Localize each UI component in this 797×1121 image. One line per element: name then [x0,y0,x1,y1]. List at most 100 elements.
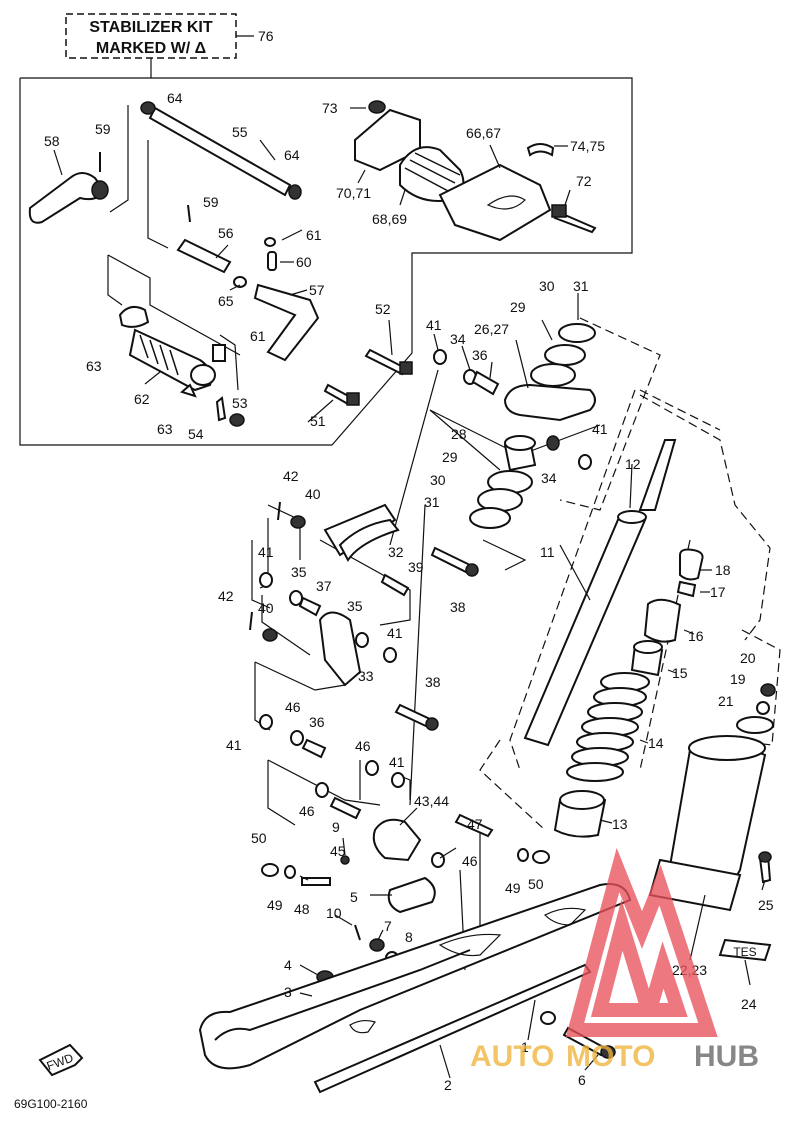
part-74-clip [526,143,555,157]
part-38-bolt [430,546,472,574]
callout: 30 [539,278,555,294]
callout: 35 [291,564,307,580]
callout: 5 [350,889,358,905]
part-39-bolt [380,573,410,597]
callout: 15 [672,665,688,681]
callout: 39 [408,559,424,575]
callout: 47 [467,816,483,832]
callout: 61 [250,328,266,344]
leader-lines [53,107,766,1079]
stabilizer-kit-box: STABILIZER KIT MARKED W/ Δ 76 [65,13,274,78]
callout: 66,67 [466,125,501,141]
watermark-auto: AUTO [470,1040,554,1073]
callout: 63 [157,421,173,437]
part-57-arm [253,283,320,362]
part-52-bolt [364,348,407,376]
callout: 4 [284,957,292,973]
callout: 31 [573,278,589,294]
callout: 13 [612,816,628,832]
watermark-logo-icon [565,847,718,1037]
callout: 65 [218,293,234,309]
figure-code: 69G100-2160 [14,1097,88,1111]
part-18-cap [679,548,704,581]
callout: 61 [306,227,322,243]
callout: 36 [472,347,488,363]
callout: 9 [332,819,340,835]
part-5-pad [387,876,436,914]
kit-title-line1: STABILIZER KIT [89,19,212,36]
watermark: AUTO MOTO HUB [470,847,759,1073]
callout: 56 [218,225,234,241]
callout: 41 [389,754,405,770]
callout: 12 [625,456,641,472]
callout: 46 [285,699,301,715]
callout: 24 [741,996,757,1012]
callout: 6 [578,1072,586,1088]
callout: 29 [510,299,526,315]
callout: 29 [442,449,458,465]
callout: 49 [505,880,521,896]
callout: 64 [284,147,300,163]
callout: 48 [294,901,310,917]
callout: 59 [203,194,219,210]
callout: 11 [540,544,555,560]
callout: 57 [309,282,325,298]
callout: 8 [405,929,413,945]
callout: 30 [430,472,446,488]
callout: 25 [758,897,774,913]
parts: TES FWD [28,100,776,1094]
callout: 1 [521,1039,529,1055]
tes-badge-text: TES [733,945,756,959]
watermark-moto: MOTO [566,1040,655,1073]
part-9-pin [329,796,362,820]
callout: 35 [347,598,363,614]
kit-outline [19,77,633,446]
watermark-hub: HUB [694,1040,759,1073]
part-48-bolt [301,877,331,886]
part-26-housing [503,383,596,422]
callout: 31 [424,494,440,510]
callout: 58 [44,133,60,149]
callout: 20 [740,650,756,666]
callout: 74,75 [570,138,605,154]
callout-numbers: 64 59 58 55 64 73 66,67 74,75 70,71 68,6… [44,90,774,1093]
callout: 41 [592,421,608,437]
callout: 46 [355,738,371,754]
callout: 41 [258,544,274,560]
callout: 32 [388,544,404,560]
part-43-knuckle [372,818,422,862]
callout: 28 [451,426,467,442]
part-12-tube [638,439,677,511]
part-56-shaft [176,238,232,274]
callout: 42 [218,588,234,604]
part-31-washer [558,323,596,343]
callout: 64 [167,90,183,106]
callout: 51 [310,413,326,429]
callout: 40 [305,486,321,502]
callout: 53 [232,395,248,411]
part-16-bumper [643,598,682,643]
callout: 14 [648,735,664,751]
callout: 50 [251,830,267,846]
callout: 41 [226,737,242,753]
callout: 46 [299,803,315,819]
callout: 73 [322,100,338,116]
callout: 17 [710,584,726,600]
callout: 38 [425,674,441,690]
callout: 70,71 [336,185,371,201]
callout: 52 [375,301,391,317]
fwd-arrow [38,1043,84,1077]
part-63-clamp [118,305,150,328]
callout: 7 [384,918,392,934]
kit-title-line2: MARKED W/ Δ [96,40,206,57]
callout: 16 [688,628,704,644]
callout: 46 [462,853,478,869]
part-30-washer [544,344,586,366]
callout: 60 [296,254,312,270]
part-33-arm [318,611,362,687]
callout: 50 [528,876,544,892]
callout: 2 [444,1077,452,1093]
callout: 59 [95,121,111,137]
callout: 26,27 [474,321,509,337]
